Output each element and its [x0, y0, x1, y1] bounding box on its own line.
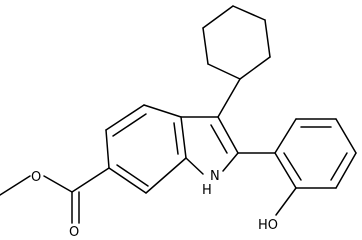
indole-n-label: N: [210, 169, 220, 184]
ester-carbonyl-oxygen-label: O: [69, 225, 79, 240]
ester-ether-oxygen-label: O: [31, 170, 41, 185]
phenol-oh-label: HO: [258, 218, 278, 233]
bond-c3-cyclohexyl: [217, 78, 241, 118]
indole-benzene-ring: [105, 104, 187, 194]
pyrrole-ring: [180, 116, 239, 175]
cyclohexyl-ring: [202, 5, 271, 80]
methyl-ester: [0, 167, 110, 224]
phenol-ring: [237, 118, 357, 216]
indole-nh-hydrogen-label: H: [202, 183, 212, 198]
